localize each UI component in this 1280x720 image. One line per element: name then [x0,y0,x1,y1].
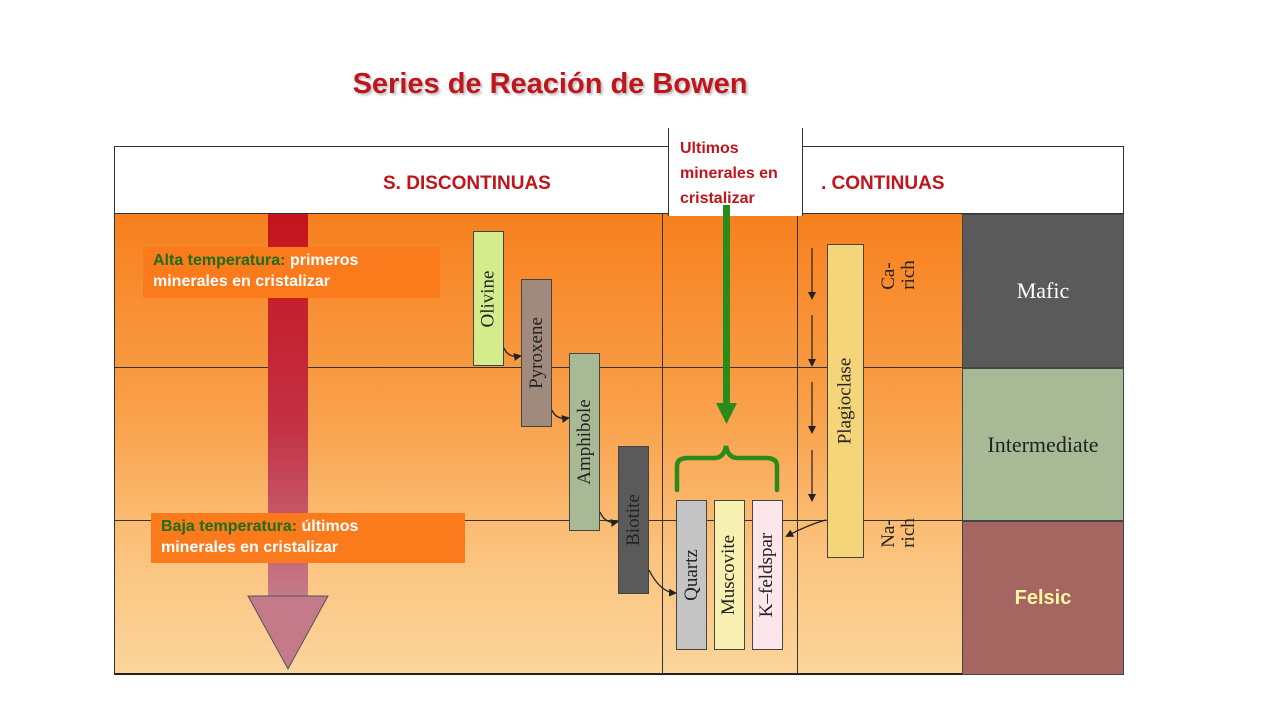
rock-type-mafic-label: Mafic [1016,278,1070,303]
callout-line-1: Ultimos [680,140,739,157]
column-divider-left [662,214,663,675]
high-temperature-note: Alta temperatura: primeros minerales en … [143,247,440,298]
arrow-biotite-quartz [648,569,677,597]
rock-type-mafic: Mafic [962,214,1124,368]
low-temperature-text-1: últimos [301,518,359,535]
rock-type-intermediate: Intermediate [962,368,1124,521]
discontinuous-series-heading: S. DISCONTINUAS [383,173,551,194]
green-brace [674,445,780,493]
callout-line-2: minerales en [680,165,778,182]
mineral-plagioclase: Plagioclase [827,244,864,558]
arrow-plagioclase-kfeldspar [785,519,827,537]
arrow-amphibole-biotite [599,511,619,527]
arrow-pyroxene-amphibole [551,409,570,423]
callout-line-3: cristalizar [680,190,755,207]
column-divider-right [797,214,798,675]
arrow-olivine-pyroxene [503,347,522,361]
high-temperature-label: Alta temperatura: [153,252,286,269]
mineral-pyroxene: Pyroxene [521,279,552,427]
low-temperature-note: Baja temperatura: últimos minerales en c… [151,513,465,563]
high-temperature-text-1: primeros [289,252,359,269]
mineral-amphibole: Amphibole [569,353,600,531]
rock-type-intermediate-label: Intermediate [987,431,1099,457]
mineral-muscovite: Muscovite [714,500,745,650]
mineral-olivine: Olivine [473,231,504,366]
green-arrow-shaft [723,205,730,405]
mineral-quartz: Quartz [676,500,707,650]
green-arrow-head [716,403,737,424]
header-band [114,146,1124,214]
page-title: Series de Reación de Bowen [352,68,748,100]
rock-type-felsic-label: Felsic [1014,586,1072,609]
mineral-kfeldspar: K–feldspar [752,500,783,650]
rock-type-felsic: Felsic [962,521,1124,675]
last-minerals-callout: Ultimos minerales en cristalizar [668,128,803,216]
low-temperature-text-2: minerales en cristalizar [161,539,338,556]
continuous-series-heading: . CONTINUAS [821,173,945,194]
divider-line-lower [114,520,962,521]
high-temperature-text-2: minerales en cristalizar [153,273,330,290]
low-temperature-label: Baja temperatura: [161,518,298,535]
